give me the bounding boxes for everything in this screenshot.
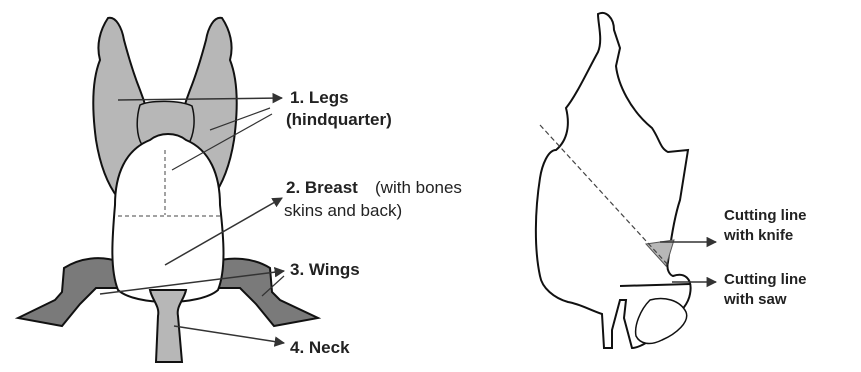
label-knife-line-1: Cutting line	[724, 206, 807, 225]
label-breast-detail-1: (with bones	[375, 178, 462, 198]
breast-shape	[112, 134, 223, 302]
neck-shape	[150, 290, 186, 362]
side-carcass-shape	[536, 13, 691, 348]
label-neck: 4. Neck	[290, 338, 350, 358]
label-saw-line-2: with saw	[724, 290, 787, 309]
label-saw-line-1: Cutting line	[724, 270, 807, 289]
carcass-side-view	[536, 13, 716, 348]
label-knife-line-2: with knife	[724, 226, 793, 245]
label-breast-title: 2. Breast	[286, 178, 358, 198]
label-legs-sub: (hindquarter)	[286, 110, 392, 130]
carcass-front-view	[18, 18, 318, 362]
label-legs: 1. Legs	[290, 88, 349, 108]
label-wings: 3. Wings	[290, 260, 360, 280]
neck-pointer-arrow	[174, 326, 284, 343]
label-breast-detail-2: skins and back)	[284, 201, 402, 221]
